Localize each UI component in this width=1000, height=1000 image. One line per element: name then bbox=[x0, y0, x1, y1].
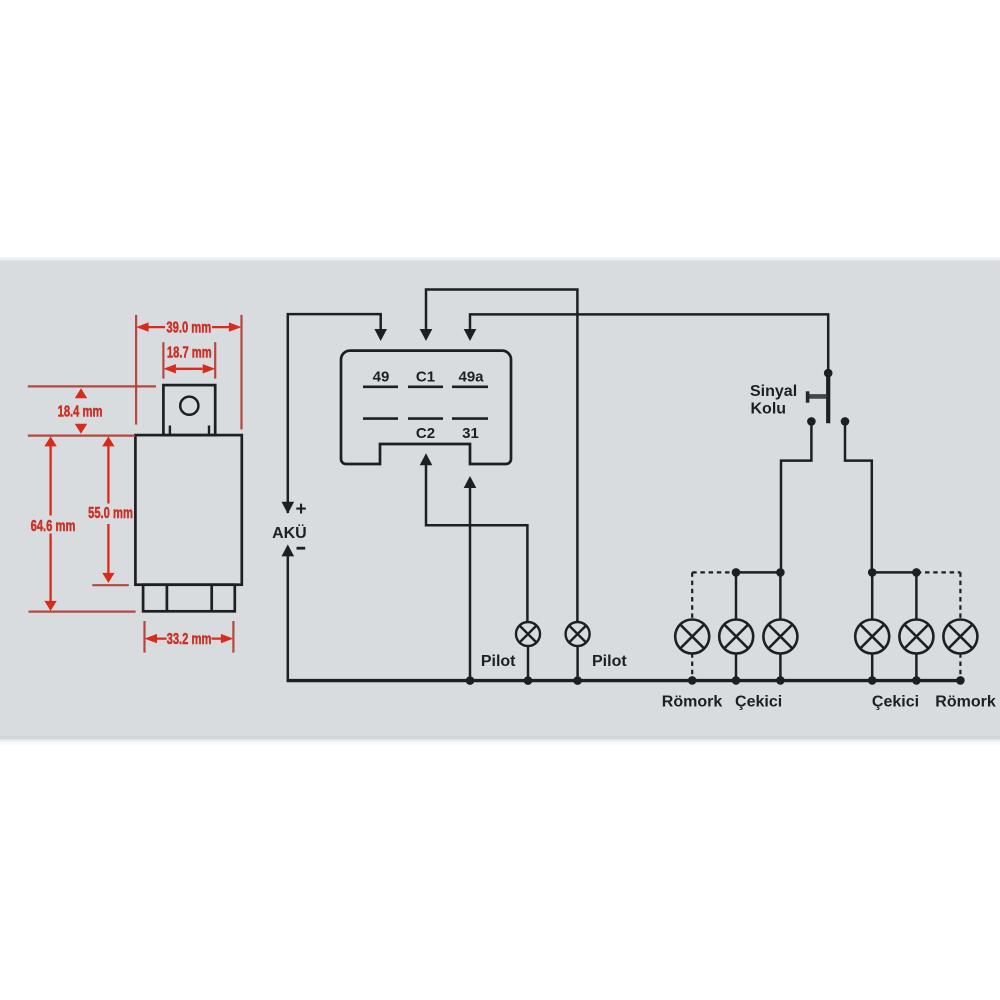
svg-text:Çekici: Çekici bbox=[735, 694, 782, 711]
svg-text:31: 31 bbox=[462, 425, 479, 442]
svg-text:18.4 mm: 18.4 mm bbox=[58, 401, 103, 420]
svg-text:C1: C1 bbox=[416, 368, 435, 385]
svg-text:+: + bbox=[295, 499, 306, 520]
svg-text:Pilot: Pilot bbox=[481, 653, 516, 670]
svg-text:39.0 mm: 39.0 mm bbox=[166, 318, 211, 337]
svg-text:AKÜ: AKÜ bbox=[272, 523, 307, 542]
svg-text:Kolu: Kolu bbox=[751, 401, 787, 418]
svg-text:55.0 mm: 55.0 mm bbox=[88, 503, 133, 522]
svg-text:49a: 49a bbox=[458, 368, 484, 385]
svg-text:Çekici: Çekici bbox=[872, 694, 919, 711]
svg-text:64.6 mm: 64.6 mm bbox=[31, 516, 76, 535]
svg-text:C2: C2 bbox=[416, 425, 435, 442]
svg-text:18.7 mm: 18.7 mm bbox=[167, 342, 212, 361]
svg-text:49: 49 bbox=[373, 368, 390, 385]
svg-text:Pilot: Pilot bbox=[592, 653, 627, 670]
svg-text:33.2 mm: 33.2 mm bbox=[167, 629, 212, 648]
svg-text:Sinyal: Sinyal bbox=[750, 383, 797, 400]
svg-text:Römork: Römork bbox=[935, 694, 996, 711]
svg-text:Römork: Römork bbox=[662, 694, 723, 711]
